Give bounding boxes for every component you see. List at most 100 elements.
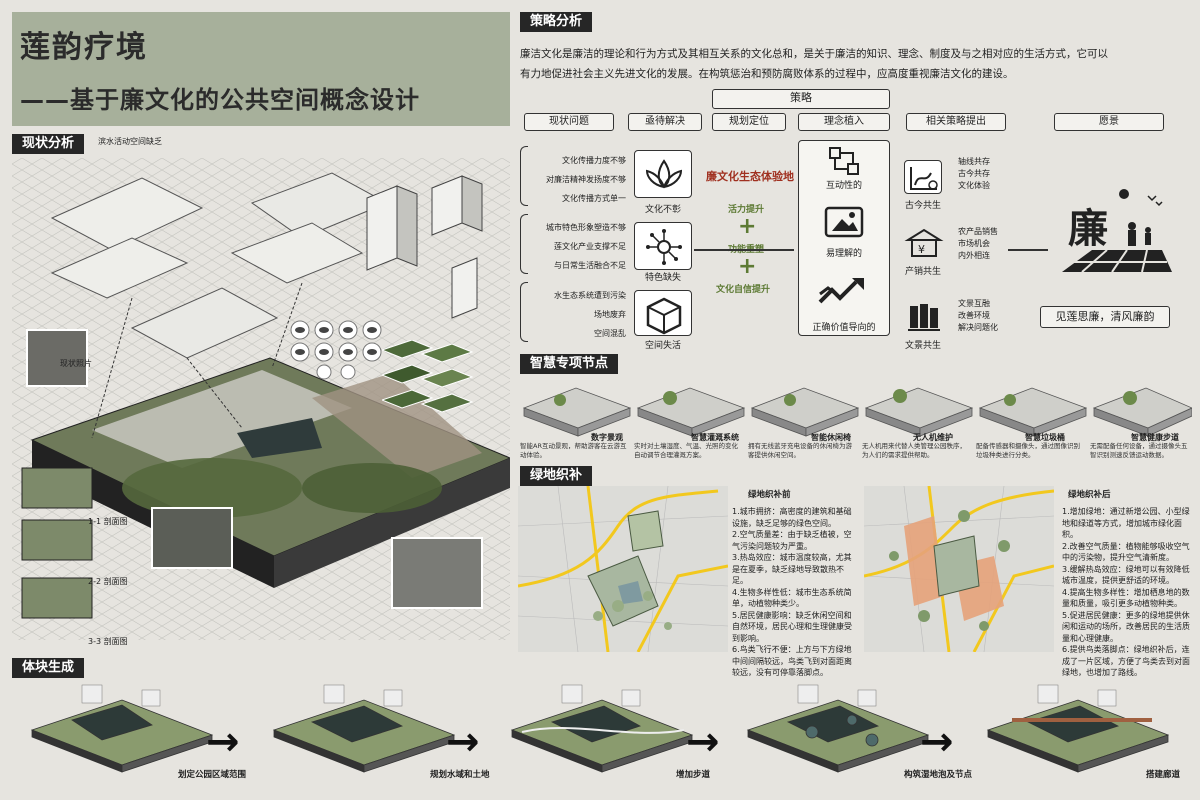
plus-icon: +	[738, 214, 757, 239]
smart-caption-1: 数字景观	[591, 433, 623, 442]
related-title-2: 产销共生	[904, 267, 941, 277]
header-urgent: 亟待解决	[628, 113, 702, 131]
note-item: 6.鸟类飞行不便：上方与下方绿地中间间隔较远，鸟类飞到对面距离较远，没有可停靠落…	[732, 645, 852, 677]
green-after-map	[863, 485, 1055, 653]
section-label-1: 1-1 剖面图	[88, 517, 128, 526]
bracket-1	[520, 146, 528, 206]
green-after-title: 绿地织补后	[1068, 490, 1111, 500]
page-title: 莲韵疗境	[20, 30, 148, 65]
box-icon	[634, 290, 692, 336]
smart-caption-4: 无人机维护	[913, 433, 953, 442]
smart-desc-3: 拥有无线蓝牙充电设备的休闲椅为游客提供休闲空间。	[748, 442, 852, 459]
related-item: 内外相连	[958, 251, 990, 260]
vision-character: 廉	[1068, 205, 1108, 252]
problem-item: 莲文化产业支撑不足	[554, 242, 626, 251]
green-before-notes: 1.城市拥挤：高密度的建筑和基础设施，缺乏足够的绿色空间。 2.空气质量差：由于…	[732, 506, 856, 679]
related-item: 文景互融	[958, 299, 990, 308]
smart-desc-1: 智能AR互动景观，帮助游客在云游互动体验。	[520, 442, 627, 459]
smart-desc-5: 配备传感器和摄像头，通过图像识别垃圾种类进行分类。	[976, 442, 1080, 459]
related-item: 改善环境	[958, 311, 990, 320]
smart-caption-2: 智慧灌溉系统	[691, 433, 739, 442]
lotus-icon	[634, 150, 692, 198]
massing-step-3: 增加步道	[676, 770, 711, 780]
massing-sequence	[12, 680, 1192, 780]
header-related: 相关策略提出	[906, 113, 1006, 131]
problem-item: 与日常生活融合不足	[554, 261, 626, 270]
note-item: 6.提供鸟类落脚点：绿地织补后，连成了一片区域，方便了鸟类去到对面绿地，也增加了…	[1062, 645, 1190, 677]
note-item: 2.空气质量差：由于缺乏植被，空气污染问题较为严重。	[732, 530, 852, 551]
status-tag-2: 现状照片	[60, 359, 92, 368]
related-item: 市场机会	[958, 239, 990, 248]
smart-caption-5: 智慧垃圾桶	[1025, 433, 1065, 442]
problem-group-3: 水生态系统遭到污染 场地废弃 空间混乱	[526, 286, 626, 343]
note-item: 2.改善空气质量：植物能够吸收空气中的污染物，提升空气清新度。	[1062, 541, 1190, 563]
related-item: 古今共存	[958, 169, 990, 178]
arrow-right-icon: →	[920, 719, 954, 765]
positioning-item-1: 活力提升	[728, 205, 765, 215]
header-concept: 理念植入	[798, 113, 890, 131]
related-title-3: 文景共生	[904, 341, 941, 351]
problem-item: 文化传播方式单一	[562, 194, 626, 203]
green-after-notes: 1.增加绿地：通过新增公园、小型绿地和绿道等方式，增加城市绿化面积。 2.改善空…	[1062, 506, 1192, 679]
smart-desc-2: 实时对土壤湿度、气温、光照的变化自动调节合理灌溉方案。	[634, 442, 738, 459]
problem-item: 对廉洁精神发扬度不够	[546, 175, 626, 184]
problem-item: 水生态系统遭到污染	[554, 291, 626, 300]
related-item: 文化体验	[958, 181, 990, 190]
concept-panel	[798, 140, 890, 336]
problem-group-2: 城市特色形象塑造不够 莲文化产业支撑不足 与日常生活融合不足	[526, 218, 626, 275]
animal-icon-group	[288, 320, 398, 380]
strategy-intro-line-1: 廉洁文化是廉洁的理论和行为方式及其相互关系的文化总和，是关于廉洁的知识、理念、制…	[520, 48, 1108, 60]
related-item: 农产品销售	[958, 227, 998, 236]
section-status-heading: 现状分析	[12, 134, 85, 154]
arrow-right-icon: →	[206, 719, 240, 765]
concept-label-1: 互动性的	[825, 181, 862, 191]
concept-label-2: 易理解的	[825, 249, 862, 259]
note-item: 3.热岛效应：城市温度较高，尤其是在夏季，缺乏绿地导致散热不足。	[732, 553, 852, 585]
interactive-icon	[828, 146, 860, 176]
trend-icon	[818, 276, 870, 306]
section-label-2: 2-2 剖面图	[88, 577, 128, 586]
note-item: 1.城市拥挤：高密度的建筑和基础设施，缺乏足够的绿色空间。	[732, 507, 852, 528]
smart-node-illustrations	[520, 378, 1193, 458]
market-icon: ¥	[904, 226, 944, 260]
problem-item: 文化传播力度不够	[562, 156, 626, 165]
bracket-3	[520, 282, 528, 342]
note-item: 1.增加绿地：通过新增公园、小型绿地和绿道等方式，增加城市绿化面积。	[1062, 507, 1190, 539]
smart-node-captions: 数字景观 智慧灌溉系统 智能休闲椅 无人机维护 智慧垃圾桶 智慧健康步道	[520, 432, 1192, 458]
coexist-icon	[904, 160, 942, 194]
header-policy: 策略	[712, 89, 890, 109]
arrow-right-icon: →	[686, 719, 720, 765]
smart-caption-3: 智能休闲椅	[811, 433, 851, 442]
concept-label-3: 正确价值导向的	[812, 323, 876, 333]
massing-step-4: 构筑湿地泡及节点	[904, 770, 973, 780]
section-strategy-heading: 策略分析	[520, 12, 593, 32]
section-label-3: 3-3 剖面图	[88, 637, 128, 646]
plus-icon: +	[738, 254, 757, 279]
smart-node-descriptions: 智能AR互动景观，帮助游客在云游互动体验。 实时对土壤湿度、气温、光照的变化自动…	[520, 442, 1192, 464]
problem-item: 场地废弃	[594, 310, 626, 319]
green-before-map	[517, 485, 729, 653]
status-tag-1: 滨水活动空间缺乏	[98, 137, 162, 146]
smart-desc-6: 无需配备任何设备，通过摄像头五智识别测速反馈运动数据。	[1090, 442, 1188, 459]
note-item: 3.缓解热岛效应：绿地可以有效降低城市温度，提供更舒适的环境。	[1062, 564, 1190, 586]
positioning-item-3: 文化自信提升	[716, 285, 771, 295]
smart-caption-6: 智慧健康步道	[1131, 433, 1179, 442]
book-icon	[904, 300, 944, 334]
problem-item: 城市特色形象塑造不够	[546, 223, 626, 232]
related-item: 轴线共存	[958, 157, 990, 166]
vision-graphic	[1052, 184, 1172, 278]
note-item: 5.居民健康影响：缺乏休闲空间和自然环境，居民心理和生理健康受到影响。	[732, 610, 852, 643]
massing-step-5: 搭建廊道	[1146, 770, 1181, 780]
smart-desc-4: 无人机用来代替人类管理公园秩序，为人们的需求提供帮助。	[862, 442, 966, 459]
section-smart-heading: 智慧专项节点	[520, 354, 619, 374]
urgent-label-2: 特色缺失	[644, 273, 681, 283]
related-title-1: 古今共生	[904, 201, 941, 211]
bracket-2	[520, 214, 528, 274]
network-icon	[634, 222, 692, 270]
header-positioning: 规划定位	[712, 113, 786, 131]
urgent-label-3: 空间失活	[644, 341, 681, 351]
note-item: 5.促进居民健康：更多的绿地提供休闲和运动的场所，改善居民的生活质量和心理健康。	[1062, 610, 1190, 643]
note-item: 4.生物多样性低：城市生态系统简单，动植物种类少。	[732, 587, 852, 609]
title-block	[12, 12, 510, 126]
note-item: 4.提高生物多样性：增加栖息地的数量和质量，吸引更多动植物种类。	[1062, 587, 1190, 609]
